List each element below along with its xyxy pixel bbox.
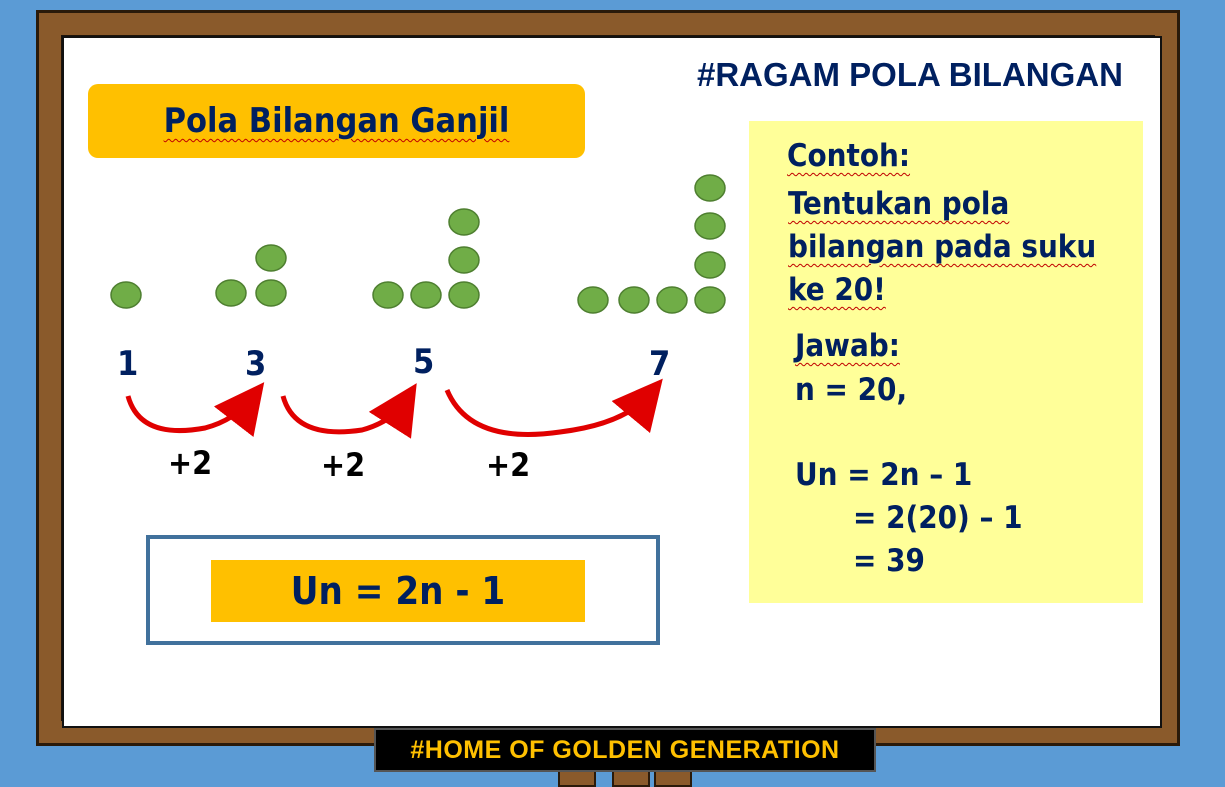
sequence-number-5: 5 [413, 342, 435, 382]
answer-heading: Jawab: [795, 328, 900, 364]
question-line: Tentukan pola [788, 186, 1010, 222]
dot [255, 279, 287, 307]
dot [255, 244, 287, 272]
step-label: +2 [321, 446, 366, 484]
page-title: Pola Bilangan Ganjil [163, 101, 510, 141]
dot [694, 174, 726, 202]
dot [694, 212, 726, 240]
formula-box: Un = 2n - 1 [211, 560, 585, 622]
arrow-5-to-7 [444, 378, 663, 437]
hashtag-title: #RAGAM POLA BILANGAN [697, 56, 1123, 93]
sequence-number-7: 7 [649, 344, 671, 384]
formula-text: Un = 2n - 1 [290, 569, 506, 613]
sequence-number-1: 1 [117, 344, 139, 384]
work-line-2: = 2(20) – 1 [853, 500, 1023, 536]
dot [410, 281, 442, 309]
work-line-3: = 39 [853, 543, 925, 579]
step-label: +2 [168, 444, 213, 482]
dot [372, 281, 404, 309]
dot [694, 286, 726, 314]
dot [618, 286, 650, 314]
dot [110, 281, 142, 309]
example-note: Contoh: Tentukan pola bilangan pada suku… [749, 121, 1143, 603]
question-line: bilangan pada suku [788, 229, 1097, 265]
dot [448, 246, 480, 274]
dot [215, 279, 247, 307]
arrow-3-to-5 [280, 383, 417, 439]
footer-plate: #HOME OF GOLDEN GENERATION [374, 728, 876, 772]
sequence-number-3: 3 [245, 344, 267, 384]
answer-n: n = 20, [795, 372, 908, 408]
dot [577, 286, 609, 314]
work-line-1: Un = 2n – 1 [795, 457, 973, 493]
question-line: ke 20! [788, 272, 886, 308]
footer-text: #HOME OF GOLDEN GENERATION [410, 735, 840, 764]
example-heading: Contoh: [787, 138, 911, 174]
dot [448, 281, 480, 309]
example-question: Tentukan pola bilangan pada suku ke 20! [788, 183, 1096, 312]
dot [694, 251, 726, 279]
arrow-1-to-3 [125, 382, 265, 438]
dot [448, 208, 480, 236]
title-banner: Pola Bilangan Ganjil [88, 84, 585, 158]
step-label: +2 [486, 446, 531, 484]
dot [656, 286, 688, 314]
